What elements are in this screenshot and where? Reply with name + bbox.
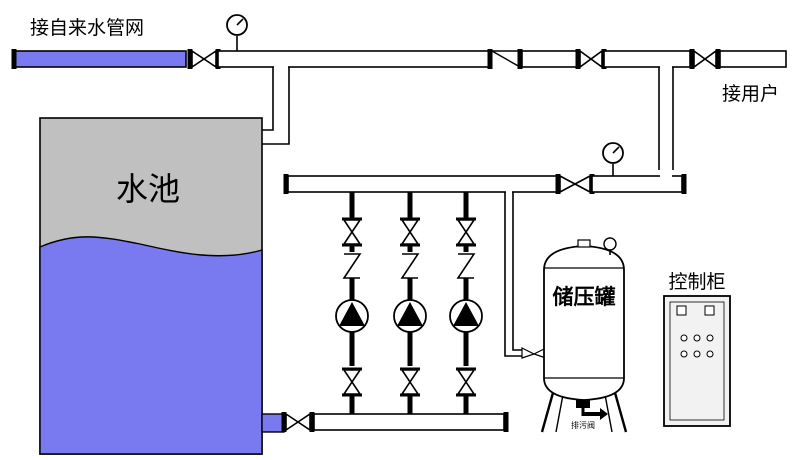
inlet-label: 接自来水管网 bbox=[30, 17, 144, 39]
tank-feed-pipe bbox=[504, 190, 547, 359]
tank-body bbox=[543, 245, 625, 401]
indicator-light-icon bbox=[693, 350, 701, 358]
indicator-light-icon bbox=[706, 350, 714, 358]
indicator-light-icon bbox=[706, 334, 714, 342]
outlet-riser-pipe bbox=[658, 66, 674, 170]
pump-branch bbox=[449, 192, 483, 414]
indicator-light-icon bbox=[680, 334, 688, 342]
indicator-light-icon bbox=[680, 350, 688, 358]
indicator-light-icon bbox=[693, 334, 701, 342]
cabinet-label: 控制柜 bbox=[668, 271, 725, 293]
tank-pressure-gauge-icon bbox=[603, 237, 617, 255]
pressure-tank: 储压罐 排污阀 bbox=[540, 237, 628, 433]
cabinet-body bbox=[663, 295, 731, 427]
pump-suction-valve-icon bbox=[342, 369, 362, 395]
pump-check-valve-icon bbox=[400, 253, 420, 279]
inlet-valve-icon bbox=[187, 49, 221, 69]
pool-water bbox=[39, 236, 263, 455]
drain-label: 排污阀 bbox=[571, 420, 595, 430]
tank-label: 储压罐 bbox=[553, 285, 616, 309]
bypass-valve-icon bbox=[579, 49, 603, 69]
pump-suction-valve-icon bbox=[400, 369, 420, 395]
pump-check-valve-icon bbox=[342, 253, 362, 279]
pool-fill-pipe bbox=[262, 66, 290, 145]
pump-discharge-valve-icon bbox=[342, 219, 362, 245]
pump-suction-valve-icon bbox=[456, 369, 476, 395]
header-pressure-gauge-icon bbox=[602, 142, 624, 176]
pump-branch bbox=[335, 192, 369, 414]
drain-valve-icon bbox=[576, 400, 608, 420]
inlet-pressure-gauge-icon bbox=[226, 14, 248, 51]
pump-group bbox=[335, 192, 483, 414]
pump-discharge-valve-icon bbox=[400, 219, 420, 245]
water-pool: 水池 bbox=[39, 117, 263, 455]
inlet-water-segment bbox=[13, 50, 187, 68]
pump-check-valve-icon bbox=[456, 253, 476, 279]
control-cabinet: 控制柜 bbox=[663, 271, 731, 427]
inlet-main-pipe bbox=[11, 14, 787, 69]
outlet-label: 接用户 bbox=[722, 83, 779, 105]
suction-header bbox=[261, 412, 509, 433]
cabinet-indicator-lights bbox=[680, 334, 714, 358]
pool-label: 水池 bbox=[116, 170, 180, 208]
pump-branch bbox=[393, 192, 427, 414]
suction-valve-icon bbox=[285, 412, 311, 432]
header-valve-icon bbox=[559, 174, 591, 194]
bypass-check-valve-icon bbox=[489, 50, 521, 69]
discharge-header bbox=[283, 142, 687, 194]
pump-discharge-valve-icon bbox=[456, 219, 476, 245]
outlet-valve-icon bbox=[693, 49, 717, 69]
